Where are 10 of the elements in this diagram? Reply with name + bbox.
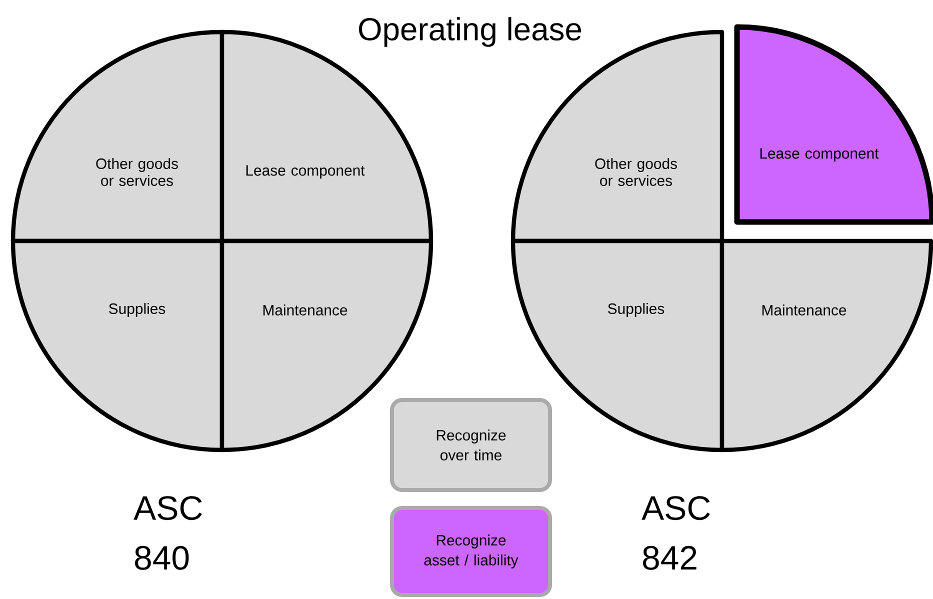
pie-segment: Maintenance (220, 238, 434, 452)
pie-segment: Supplies (10, 238, 224, 452)
legend-box: Recognize over time (390, 398, 552, 492)
pie-segment: Other goods or services (10, 30, 224, 244)
version-label: ASC 840 (134, 496, 202, 570)
pie-segment: Maintenance (720, 238, 933, 452)
pie-segment: Lease component (734, 24, 933, 225)
version-label: ASC 842 (642, 496, 710, 570)
legend-box: Recognize asset / liability (390, 506, 552, 597)
pie-segment: Supplies (510, 238, 724, 452)
